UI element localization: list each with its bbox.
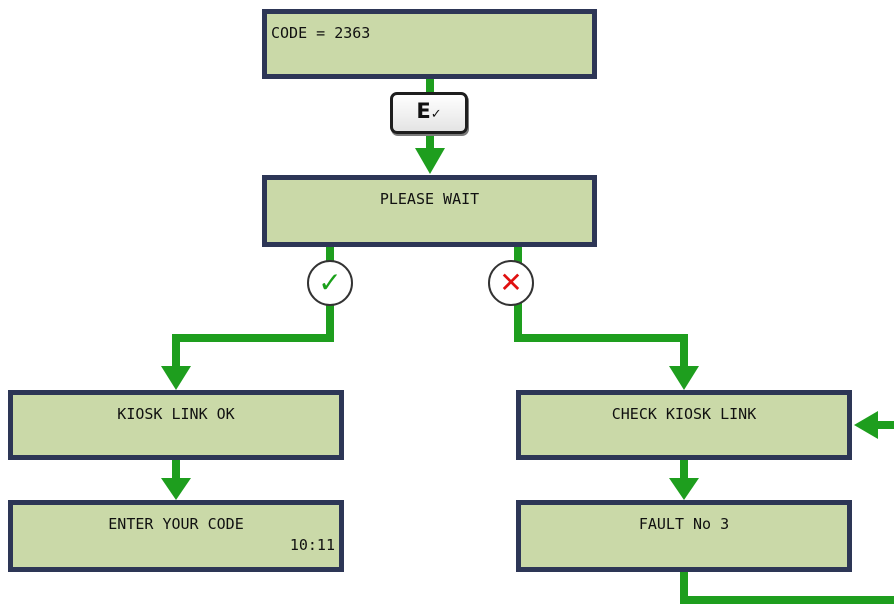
arrowhead-code-to-wait <box>415 148 445 174</box>
arrowhead-to-link-ok <box>161 366 191 390</box>
arrowhead-to-check-link <box>669 366 699 390</box>
lcd-enter-code-line1: ENTER YOUR CODE <box>108 515 244 533</box>
arrowhead-loop-return <box>854 411 878 439</box>
arrowhead-to-enter-code <box>161 478 191 500</box>
lcd-please-wait-screen: PLEASE WAIT <box>262 175 597 247</box>
lcd-kiosk-link-ok-screen: KIOSK LINK OK <box>8 390 344 460</box>
lcd-wait-line1: PLEASE WAIT <box>379 190 480 208</box>
check-mark-icon: ✓ <box>430 107 442 122</box>
lcd-fault-line1: FAULT No 3 <box>638 515 730 533</box>
lcd-code-screen: CODE = 2363 <box>262 9 597 79</box>
lcd-code-line1: CODE = 2363 <box>271 24 371 42</box>
arrowhead-to-fault <box>669 478 699 500</box>
failure-cross-glyph: ✕ <box>499 266 523 299</box>
success-check-icon: ✓ <box>307 260 353 306</box>
connector-fault-loop <box>680 570 894 604</box>
lcd-check-kiosk-link-screen: CHECK KIOSK LINK <box>516 390 852 460</box>
success-check-glyph: ✓ <box>318 266 342 299</box>
lcd-fault-screen: FAULT No 3 <box>516 500 852 572</box>
enter-key-label: E <box>416 99 431 123</box>
connector-wait-to-failure <box>514 246 688 368</box>
connector-wait-to-success <box>172 246 334 368</box>
enter-key: E✓ <box>390 92 468 134</box>
failure-cross-icon: ✕ <box>488 260 534 306</box>
lcd-enter-code-screen: ENTER YOUR CODE 10:11 <box>8 500 344 572</box>
lcd-check-link-line1: CHECK KIOSK LINK <box>611 405 757 423</box>
lcd-enter-code-clock: 10:11 <box>289 536 335 554</box>
lcd-link-ok-line1: KIOSK LINK OK <box>117 405 235 423</box>
